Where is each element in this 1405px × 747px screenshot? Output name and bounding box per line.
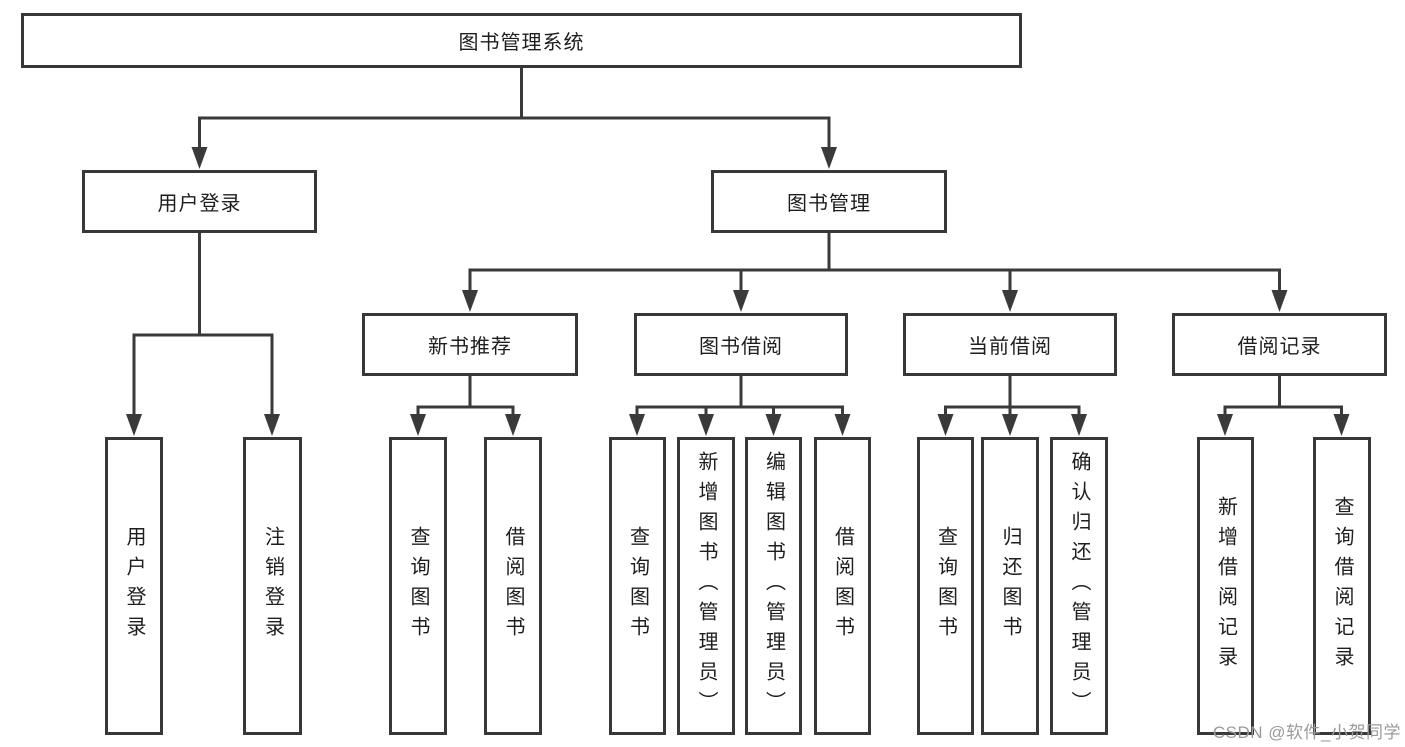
node-bb-borrow-books: 借阅图书: [814, 437, 871, 735]
node-br-add-record: 新增借阅记录: [1197, 437, 1254, 735]
node-new-book-rec: 新书推荐: [362, 313, 578, 376]
node-bb-edit-books-admin-label: 编辑图书（管理员）: [762, 451, 785, 721]
node-cb-confirm-return-admin: 确认归还（管理员）: [1050, 437, 1108, 735]
node-bb-borrow-books-label: 借阅图书: [831, 526, 854, 646]
node-bb-add-books-admin-label: 新增图书（管理员）: [695, 451, 717, 721]
node-book-mgmt: 图书管理: [711, 170, 947, 233]
node-current-borrow-label: 当前借阅: [968, 336, 1052, 358]
node-root-label: 图书管理系统: [458, 32, 585, 54]
node-bb-edit-books-admin: 编辑图书（管理员）: [745, 437, 802, 735]
edge-book-borrow: [635, 374, 844, 417]
node-current-borrow: 当前借阅: [903, 313, 1117, 376]
node-logout-leaf: 注销登录: [243, 437, 302, 735]
node-user-login-label: 用户登录: [157, 193, 242, 215]
node-bb-query-books-label: 查询图书: [626, 526, 649, 646]
watermark-text: CSDN @软件_小贺同学: [1212, 723, 1401, 742]
node-new-book-rec-label: 新书推荐: [428, 336, 512, 358]
node-cb-return-books: 归还图书: [981, 437, 1039, 735]
node-user-login: 用户登录: [82, 170, 317, 233]
node-book-borrow: 图书借阅: [634, 313, 848, 376]
node-nbr-borrow-books-label: 借阅图书: [502, 526, 524, 646]
node-root: 图书管理系统: [21, 13, 1022, 68]
node-user-login-leaf-label: 用户登录: [123, 526, 145, 646]
node-br-add-record-label: 新增借阅记录: [1214, 496, 1237, 676]
node-book-borrow-label: 图书借阅: [699, 336, 783, 358]
node-book-mgmt-label: 图书管理: [787, 193, 871, 215]
node-bb-add-books-admin: 新增图书（管理员）: [677, 437, 735, 735]
edge-user-login-rail: [132, 333, 274, 417]
edge-level2-rail: [198, 116, 831, 149]
node-user-login-leaf: 用户登录: [105, 437, 163, 735]
node-cb-return-books-label: 归还图书: [999, 526, 1021, 646]
edge-new-book-rec: [416, 374, 515, 417]
node-br-query-record-label: 查询借阅记录: [1331, 496, 1353, 676]
node-nbr-query-books: 查询图书: [389, 437, 447, 735]
node-borrow-records-label: 借阅记录: [1237, 336, 1322, 358]
node-cb-query-books-label: 查询图书: [934, 526, 957, 646]
node-logout-leaf-label: 注销登录: [261, 526, 284, 646]
node-borrow-records: 借阅记录: [1172, 313, 1387, 376]
node-bb-query-books: 查询图书: [609, 437, 666, 735]
node-br-query-record: 查询借阅记录: [1313, 437, 1371, 735]
node-nbr-borrow-books: 借阅图书: [484, 437, 542, 735]
arrowheads: [126, 147, 1350, 436]
node-cb-query-books: 查询图书: [917, 437, 974, 735]
node-nbr-query-books-label: 查询图书: [407, 526, 429, 646]
edge-borrow-records: [1223, 374, 1343, 417]
node-cb-confirm-return-admin-label: 确认归还（管理员）: [1068, 451, 1090, 721]
edge-current-borrow: [944, 374, 1081, 417]
edge-level3-rail: [468, 268, 1281, 293]
